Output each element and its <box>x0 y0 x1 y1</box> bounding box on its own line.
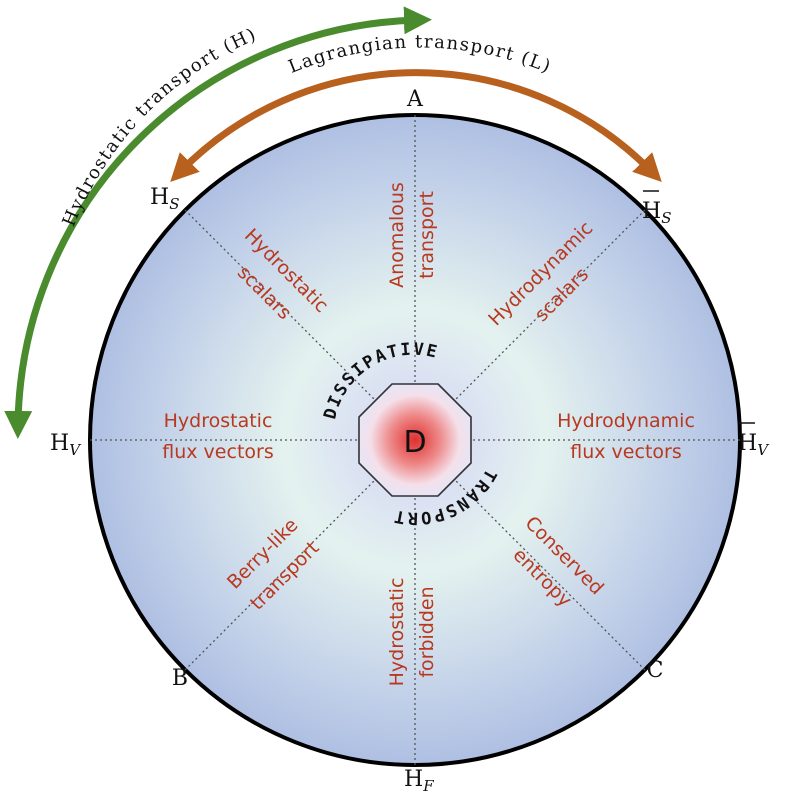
vertex-hf: HF <box>404 767 434 795</box>
sector-hydrodynamic-flux: Hydrodynamic flux vectors <box>557 410 695 463</box>
vertex-hv-base: H <box>50 431 69 456</box>
vertex-hsbar-base: H <box>642 199 661 224</box>
sector-forbidden-line2: forbidden <box>416 586 438 677</box>
vertex-hv-sub: V <box>69 441 82 459</box>
vertex-hf-sub: F <box>422 777 434 795</box>
vertex-hsbar: HS <box>642 199 671 227</box>
sector-hydrostatic-forbidden: Hydrostatic forbidden <box>386 578 438 687</box>
vertex-hs-sub: S <box>169 195 179 213</box>
vertex-hvbar-base: H <box>738 431 757 456</box>
spoke-hsbar <box>453 209 646 402</box>
center-label: D <box>403 425 426 460</box>
vertex-hsbar-sub: S <box>661 209 671 227</box>
sector-dflux-line1: Hydrodynamic <box>557 410 695 432</box>
sector-hflux-line2: flux vectors <box>162 441 273 463</box>
vertex-hs-base: H <box>150 185 169 210</box>
spoke-b <box>184 478 377 671</box>
sector-hflux-line1: Hydrostatic <box>164 410 273 432</box>
vertex-hf-base: H <box>404 767 423 792</box>
sector-dflux-line2: flux vectors <box>570 441 681 463</box>
vertex-b: B <box>172 666 188 691</box>
vertex-hs: HS <box>150 185 179 213</box>
hydrostatic-arrow <box>4 6 432 439</box>
sector-anomalous-line1: Anomalous <box>386 182 408 288</box>
spoke-c <box>453 478 646 671</box>
vertex-hv: HV <box>50 431 82 459</box>
vertex-c: C <box>647 658 664 683</box>
sector-forbidden-line1: Hydrostatic <box>386 578 408 687</box>
vertex-hvbar-sub: V <box>757 441 770 459</box>
vertex-a: A <box>406 87 424 112</box>
vertex-hvbar: HV <box>738 431 770 459</box>
sector-anomalous-line2: transport <box>416 191 438 279</box>
